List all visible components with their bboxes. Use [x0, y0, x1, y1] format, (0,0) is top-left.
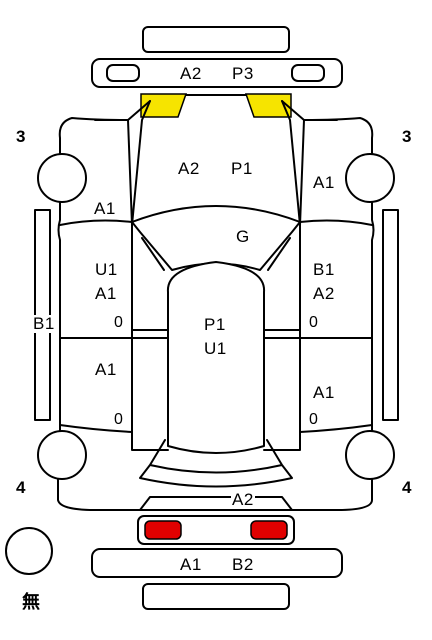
left-rear-door-code: A1 — [95, 360, 117, 379]
right-front-door-zero: 0 — [309, 314, 319, 331]
rear-bumper[interactable] — [91, 548, 343, 578]
left-front-door-code-2: A1 — [95, 284, 117, 303]
left-front-door-zero: 0 — [114, 314, 124, 331]
rear-left-wheel[interactable] — [37, 430, 87, 480]
right-rocker[interactable] — [382, 209, 399, 421]
door-divider — [59, 329, 373, 339]
rear-lamp-bar — [137, 515, 295, 545]
pillar-lines — [131, 224, 301, 451]
left-front-fender-code: A1 — [94, 199, 116, 218]
front-plate[interactable] — [142, 26, 290, 53]
hood-code-1: A2 — [178, 159, 200, 178]
windshield-outline — [131, 205, 301, 271]
rear-bumper-code-2: B2 — [232, 555, 254, 574]
rear-bumper-code-1: A1 — [180, 555, 202, 574]
front-bumper-code-2: P3 — [232, 64, 254, 83]
left-pillar-code: B1 — [32, 314, 56, 333]
hood-outline — [131, 100, 301, 226]
front-right-lamp — [291, 64, 325, 82]
legend-symbol-label: 無 — [22, 592, 41, 613]
left-rear-door-zero: 0 — [114, 411, 124, 428]
front-right-wheel[interactable] — [345, 153, 395, 203]
front-door-top — [59, 219, 373, 226]
rear-left-marker — [144, 520, 182, 540]
right-front-door-code-2: A2 — [313, 284, 335, 303]
front-bumper[interactable] — [91, 58, 343, 88]
front-left-lamp — [106, 64, 140, 82]
corner-rear-left: 4 — [16, 478, 26, 497]
trunk-code: A2 — [231, 490, 255, 509]
roof-code-2: U1 — [204, 339, 227, 358]
body-outline — [57, 100, 375, 511]
fender-curves — [94, 119, 338, 226]
rear-window-outline — [139, 439, 293, 488]
roof-code-1: P1 — [204, 315, 226, 334]
roof-outline[interactable] — [166, 261, 266, 454]
rear-right-marker — [250, 520, 288, 540]
corner-front-right: 3 — [402, 127, 412, 146]
rear-door-bottom — [59, 424, 373, 433]
rear-plate[interactable] — [142, 583, 290, 610]
hood-code-2: P1 — [231, 159, 253, 178]
spare-tire-icon — [5, 527, 53, 575]
front-bumper-code-1: A2 — [180, 64, 202, 83]
corner-rear-right: 4 — [402, 478, 412, 497]
front-left-wheel[interactable] — [37, 153, 87, 203]
right-front-fender-code: A1 — [313, 173, 335, 192]
right-front-door-code-1: B1 — [313, 260, 335, 279]
corner-front-left: 3 — [16, 127, 26, 146]
left-front-door-code-1: U1 — [95, 260, 118, 279]
right-rear-door-code: A1 — [313, 383, 335, 402]
right-rear-door-zero: 0 — [309, 411, 319, 428]
rear-right-wheel[interactable] — [345, 430, 395, 480]
windshield-code: G — [236, 227, 250, 246]
front-right-marker — [244, 93, 292, 118]
